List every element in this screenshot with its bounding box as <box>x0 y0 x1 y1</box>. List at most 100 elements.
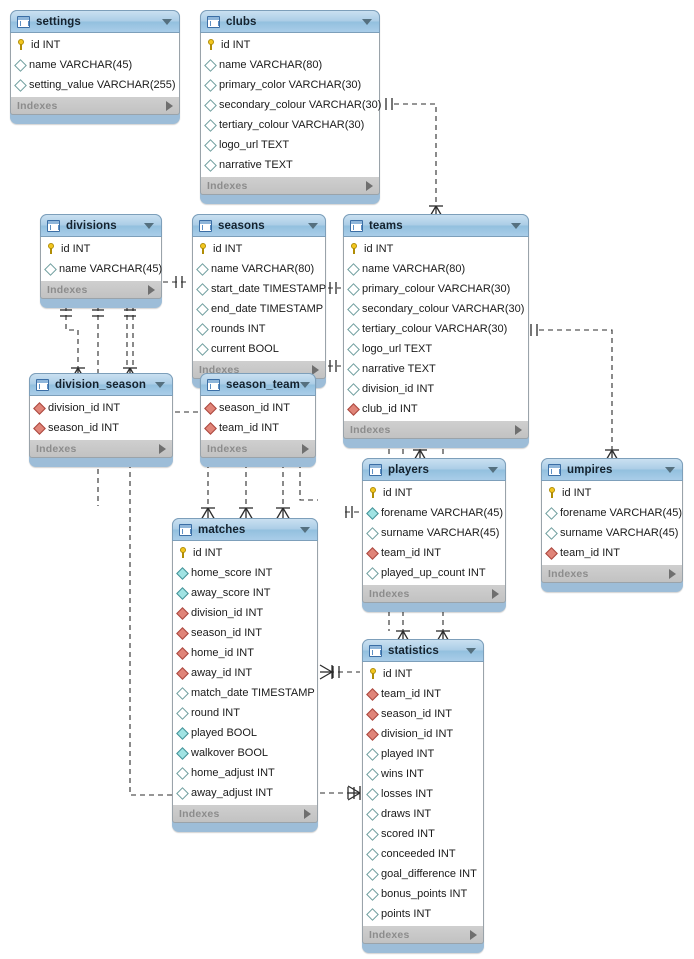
column-row[interactable]: conceeded INT <box>363 844 483 864</box>
column-row[interactable]: logo_url TEXT <box>344 339 528 359</box>
column-row[interactable]: season_id INT <box>30 418 172 438</box>
chevron-down-icon[interactable] <box>665 466 675 473</box>
column-row[interactable]: division_id INT <box>344 379 528 399</box>
column-row[interactable]: home_id INT <box>173 643 317 663</box>
column-row[interactable]: division_id INT <box>173 603 317 623</box>
table-header-teams[interactable]: teams <box>343 214 529 237</box>
chevron-right-icon[interactable] <box>470 929 477 940</box>
column-row[interactable]: primary_colour VARCHAR(30) <box>344 279 528 299</box>
column-row[interactable]: secondary_colour VARCHAR(30) <box>344 299 528 319</box>
indexes-section-division_season[interactable]: Indexes <box>29 440 173 458</box>
column-row[interactable]: name VARCHAR(80) <box>344 259 528 279</box>
column-row[interactable]: division_id INT <box>30 398 172 418</box>
chevron-right-icon[interactable] <box>669 568 676 579</box>
chevron-down-icon[interactable] <box>466 647 476 654</box>
column-row[interactable]: played BOOL <box>173 723 317 743</box>
table-header-players[interactable]: players <box>362 458 506 481</box>
column-row[interactable]: setting_value VARCHAR(255) <box>11 75 179 95</box>
chevron-down-icon[interactable] <box>362 18 372 25</box>
indexes-section-teams[interactable]: Indexes <box>343 421 529 439</box>
column-row[interactable]: id INT <box>344 239 528 259</box>
column-row[interactable]: goal_difference INT <box>363 864 483 884</box>
column-row[interactable]: current BOOL <box>193 339 325 359</box>
chevron-down-icon[interactable] <box>144 222 154 229</box>
column-row[interactable]: primary_color VARCHAR(30) <box>201 75 379 95</box>
column-row[interactable]: id INT <box>363 483 505 503</box>
column-row[interactable]: name VARCHAR(80) <box>193 259 325 279</box>
column-row[interactable]: round INT <box>173 703 317 723</box>
indexes-section-umpires[interactable]: Indexes <box>541 565 683 583</box>
column-row[interactable]: id INT <box>193 239 325 259</box>
column-row[interactable]: home_score INT <box>173 563 317 583</box>
column-row[interactable]: played INT <box>363 744 483 764</box>
chevron-right-icon[interactable] <box>166 100 173 111</box>
chevron-down-icon[interactable] <box>488 466 498 473</box>
chevron-down-icon[interactable] <box>162 18 172 25</box>
column-row[interactable]: id INT <box>41 239 161 259</box>
table-header-statistics[interactable]: statistics <box>362 639 484 662</box>
chevron-right-icon[interactable] <box>492 588 499 599</box>
indexes-section-matches[interactable]: Indexes <box>172 805 318 823</box>
column-row[interactable]: season_id INT <box>363 704 483 724</box>
chevron-right-icon[interactable] <box>366 180 373 191</box>
column-row[interactable]: logo_url TEXT <box>201 135 379 155</box>
indexes-section-players[interactable]: Indexes <box>362 585 506 603</box>
chevron-down-icon[interactable] <box>308 222 318 229</box>
table-header-settings[interactable]: settings <box>10 10 180 33</box>
column-row[interactable]: start_date TIMESTAMP <box>193 279 326 299</box>
column-row[interactable]: narrative TEXT <box>201 155 379 175</box>
column-row[interactable]: tertiary_colour VARCHAR(30) <box>344 319 528 339</box>
column-row[interactable]: team_id INT <box>363 684 483 704</box>
column-row[interactable]: scored INT <box>363 824 483 844</box>
column-row[interactable]: id INT <box>201 35 379 55</box>
chevron-right-icon[interactable] <box>302 443 309 454</box>
chevron-right-icon[interactable] <box>304 808 311 819</box>
indexes-section-statistics[interactable]: Indexes <box>362 926 484 944</box>
column-row[interactable]: draws INT <box>363 804 483 824</box>
column-row[interactable]: season_id INT <box>173 623 317 643</box>
table-header-matches[interactable]: matches <box>172 518 318 541</box>
column-row[interactable]: team_id INT <box>363 543 505 563</box>
column-row[interactable]: division_id INT <box>363 724 483 744</box>
chevron-down-icon[interactable] <box>155 381 165 388</box>
chevron-down-icon[interactable] <box>299 381 310 388</box>
column-row[interactable]: bonus_points INT <box>363 884 483 904</box>
chevron-right-icon[interactable] <box>312 364 319 375</box>
indexes-section-settings[interactable]: Indexes <box>10 97 180 115</box>
column-row[interactable]: wins INT <box>363 764 483 784</box>
table-header-divisions[interactable]: divisions <box>40 214 162 237</box>
column-row[interactable]: points INT <box>363 904 483 924</box>
chevron-down-icon[interactable] <box>511 222 521 229</box>
column-row[interactable]: name VARCHAR(45) <box>11 55 179 75</box>
table-header-umpires[interactable]: umpires <box>541 458 683 481</box>
indexes-section-clubs[interactable]: Indexes <box>200 177 380 195</box>
column-row[interactable]: id INT <box>173 543 317 563</box>
chevron-right-icon[interactable] <box>159 443 166 454</box>
column-row[interactable]: team_id INT <box>542 543 682 563</box>
table-header-seasons[interactable]: seasons <box>192 214 326 237</box>
column-row[interactable]: played_up_count INT <box>363 563 505 583</box>
column-row[interactable]: name VARCHAR(45) <box>41 259 162 279</box>
column-row[interactable]: id INT <box>542 483 682 503</box>
column-row[interactable]: team_id INT <box>201 418 315 438</box>
column-row[interactable]: home_adjust INT <box>173 763 317 783</box>
column-row[interactable]: tertiary_colour VARCHAR(30) <box>201 115 379 135</box>
column-row[interactable]: club_id INT <box>344 399 528 419</box>
column-row[interactable]: narrative TEXT <box>344 359 528 379</box>
column-row[interactable]: surname VARCHAR(45) <box>363 523 505 543</box>
column-row[interactable]: rounds INT <box>193 319 325 339</box>
column-row[interactable]: match_date TIMESTAMP <box>173 683 317 703</box>
column-row[interactable]: losses INT <box>363 784 483 804</box>
column-row[interactable]: forename VARCHAR(45) <box>542 503 682 523</box>
column-row[interactable]: end_date TIMESTAMP <box>193 299 325 319</box>
